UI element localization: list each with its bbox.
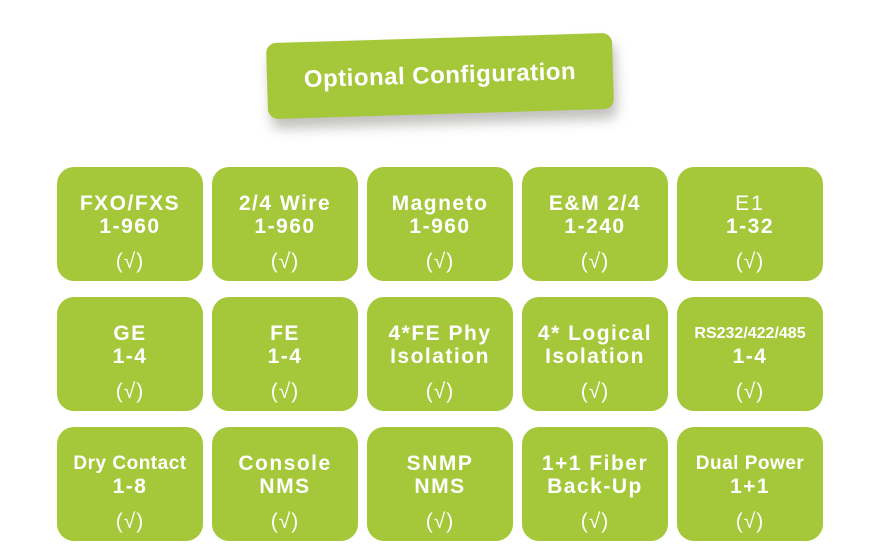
card-title: 2/4 Wire xyxy=(238,192,332,215)
card-dual-power: Dual Power 1+1 (√) xyxy=(677,427,823,541)
card-capacity: 1-4 xyxy=(112,345,148,368)
banner-title: Optional Configuration xyxy=(303,57,577,94)
card-title: Console xyxy=(238,452,332,475)
check-label: (√) xyxy=(580,250,610,273)
card-capacity: 1-4 xyxy=(732,345,768,368)
check-label: (√) xyxy=(735,250,765,273)
card-em-2-4: E&M 2/4 1-240 (√) xyxy=(522,167,668,281)
card-console-nms: Console NMS (√) xyxy=(212,427,358,541)
card-title: SNMP xyxy=(406,452,474,475)
card-ge: GE 1-4 (√) xyxy=(57,297,203,411)
card-rs232-422-485: RS232/422/485 1-4 (√) xyxy=(677,297,823,411)
check-label: (√) xyxy=(115,510,145,533)
check-label: (√) xyxy=(115,380,145,403)
card-dry-contact: Dry Contact 1-8 (√) xyxy=(57,427,203,541)
card-title-line2: Back-Up xyxy=(547,475,643,498)
card-title: FXO/FXS xyxy=(79,192,181,215)
card-fe: FE 1-4 (√) xyxy=(212,297,358,411)
card-title: E1 xyxy=(735,192,765,215)
card-4-logical-isolation: 4* Logical Isolation (√) xyxy=(522,297,668,411)
card-title: Dry Contact xyxy=(73,453,187,474)
card-e1: E1 1-32 (√) xyxy=(677,167,823,281)
card-capacity: 1-8 xyxy=(112,475,148,498)
optional-configuration-banner: Optional Configuration xyxy=(265,32,615,120)
card-title: FE xyxy=(270,322,300,345)
card-1-1-fiber-backup: 1+1 Fiber Back-Up (√) xyxy=(522,427,668,541)
card-capacity: 1-32 xyxy=(725,215,775,238)
card-title: Dual Power xyxy=(695,453,805,474)
card-title-line2: NMS xyxy=(259,475,311,498)
card-title: GE xyxy=(113,322,147,345)
check-label: (√) xyxy=(735,380,765,403)
card-capacity: 1-960 xyxy=(254,215,316,238)
card-title-line2: Isolation xyxy=(390,345,490,368)
card-title: RS232/422/485 xyxy=(694,325,806,342)
card-title: E&M 2/4 xyxy=(548,192,642,215)
card-snmp-nms: SNMP NMS (√) xyxy=(367,427,513,541)
card-title-line2: NMS xyxy=(414,475,466,498)
check-label: (√) xyxy=(580,510,610,533)
check-label: (√) xyxy=(425,250,455,273)
check-label: (√) xyxy=(270,380,300,403)
check-label: (√) xyxy=(425,510,455,533)
check-label: (√) xyxy=(425,380,455,403)
card-fxo-fxs: FXO/FXS 1-960 (√) xyxy=(57,167,203,281)
check-label: (√) xyxy=(115,250,145,273)
check-label: (√) xyxy=(735,510,765,533)
card-capacity: 1-960 xyxy=(99,215,161,238)
card-4fe-phy-isolation: 4*FE Phy Isolation (√) xyxy=(367,297,513,411)
card-title: 4*FE Phy xyxy=(388,322,492,345)
check-label: (√) xyxy=(270,510,300,533)
card-capacity: 1+1 xyxy=(729,475,771,498)
card-capacity: 1-4 xyxy=(267,345,303,368)
card-2-4-wire: 2/4 Wire 1-960 (√) xyxy=(212,167,358,281)
check-label: (√) xyxy=(580,380,610,403)
card-capacity: 1-960 xyxy=(409,215,471,238)
card-capacity: 1-240 xyxy=(564,215,626,238)
card-title: 1+1 Fiber xyxy=(541,452,649,475)
card-title-line2: Isolation xyxy=(545,345,645,368)
card-title: 4* Logical xyxy=(537,322,653,345)
feature-card-grid: FXO/FXS 1-960 (√) 2/4 Wire 1-960 (√) Mag… xyxy=(57,167,823,541)
card-title: Magneto xyxy=(391,192,489,215)
card-magneto: Magneto 1-960 (√) xyxy=(367,167,513,281)
check-label: (√) xyxy=(270,250,300,273)
